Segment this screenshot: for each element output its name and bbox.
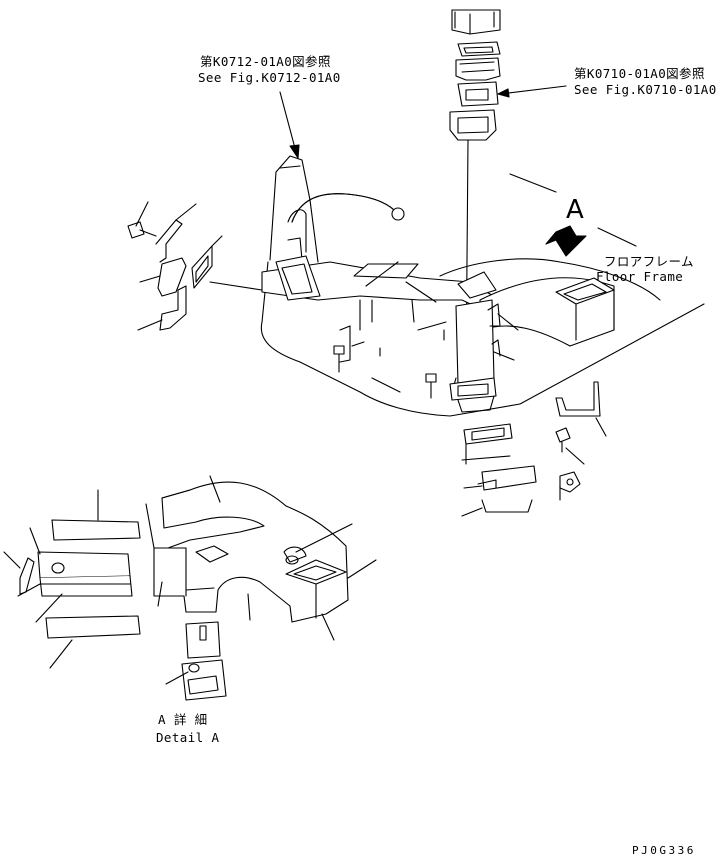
floor-frame-jp-label: フロアフレーム [604, 254, 694, 269]
callout-k0710-jp: 第K0710-01A0図参照 [574, 66, 705, 81]
drawing-code: PJ0G336 [632, 844, 696, 857]
frame-bolt-center [425, 373, 437, 399]
view-a-arrow-icon [545, 225, 587, 257]
floor-frame-en-label: Floor Frame [596, 269, 683, 284]
k0710-leader [499, 85, 567, 95]
callout-k0712-jp: 第K0712-01A0図参照 [200, 54, 331, 69]
callout-k0712-en: See Fig.K0712-01A0 [198, 70, 341, 85]
frame-bolt-left [333, 345, 345, 373]
detail-a-view [3, 475, 377, 701]
upper-vent-assembly [449, 9, 501, 141]
callout-k0710-en: See Fig.K0710-01A0 [574, 82, 717, 97]
main-leader-lines [365, 261, 519, 393]
view-marker-label: A [566, 195, 584, 225]
view-a-line-2 [597, 227, 637, 247]
k0712-leader [279, 91, 297, 153]
right-lower-parts [461, 381, 607, 517]
left-small-parts [127, 201, 263, 331]
view-a-line-1 [509, 173, 557, 193]
main-duct-assembly [261, 155, 615, 413]
detail-a-jp-label: A 詳 細 [158, 712, 208, 727]
detail-a-en-label: Detail A [156, 730, 219, 745]
